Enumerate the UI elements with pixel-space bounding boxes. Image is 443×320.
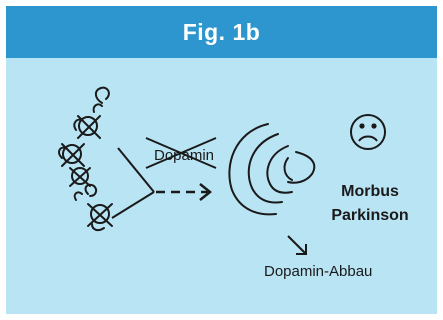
condition-label-line2: Parkinson [331, 207, 408, 224]
figure-panel: Fig. 1b [6, 6, 437, 314]
sad-face-icon [351, 115, 385, 149]
receptor-icon [229, 124, 314, 214]
dopamin-abbau-label: Dopamin-Abbau [264, 263, 372, 280]
breakdown-pointer [288, 236, 306, 254]
degenerating-neuron-chain-icon [59, 88, 112, 230]
dashed-arrow [156, 184, 210, 200]
condition-label-line1: Morbus [341, 183, 399, 200]
parkinson-diagram: Dopamin Dopamin-Abbau Morbus Par [6, 6, 437, 314]
axon-lines [112, 148, 154, 218]
